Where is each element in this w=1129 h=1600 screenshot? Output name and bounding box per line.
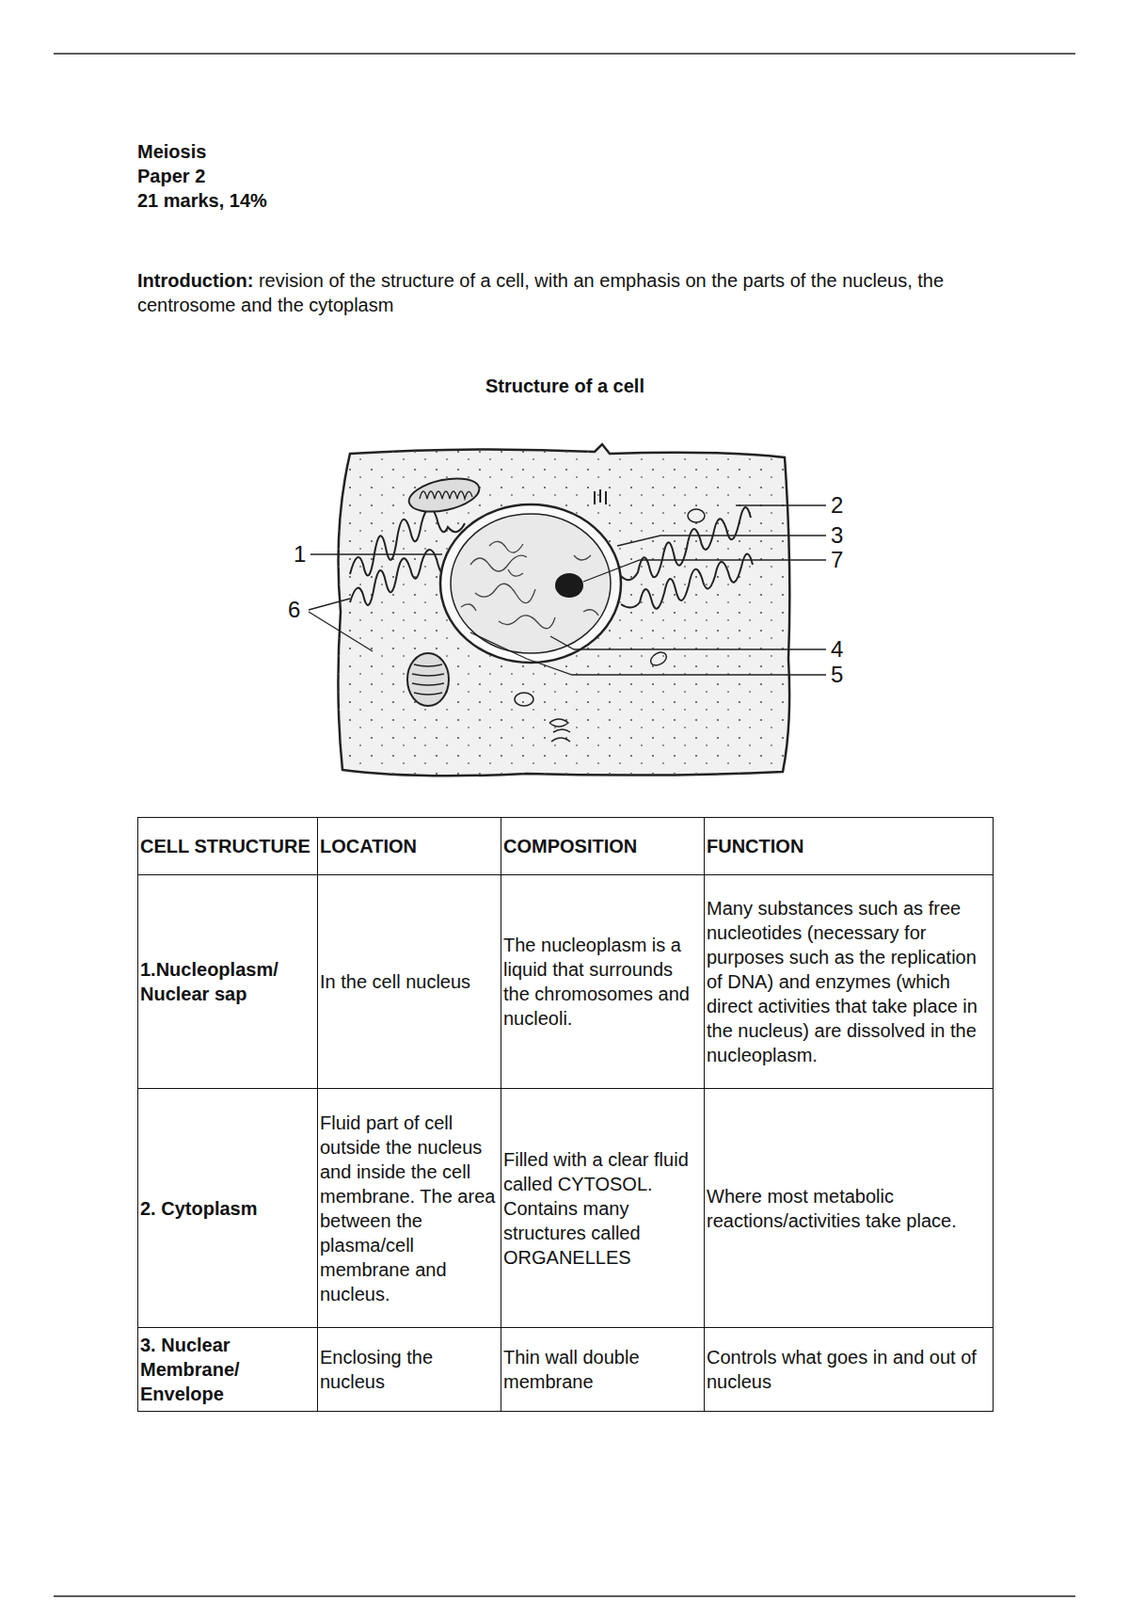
page-heading: Paper 2 xyxy=(137,163,206,189)
figure-title: Structure of a cell xyxy=(485,373,645,398)
mitochondrion xyxy=(406,472,483,517)
callout-number: 3 xyxy=(829,524,844,547)
table-cell: Many substances such as free nucleotides… xyxy=(704,874,994,1089)
table-cell: The nucleoplasm is a liquid that surroun… xyxy=(501,874,705,1089)
callout-number: 7 xyxy=(829,548,844,572)
page-rule xyxy=(53,52,1076,55)
cytoplasm xyxy=(337,444,790,776)
table-cell: 2. Cytoplasm xyxy=(138,1088,319,1328)
endoplasmic-reticulum xyxy=(620,553,753,608)
table-cell: Enclosing the nucleus xyxy=(318,1327,502,1412)
table-cell: In the cell nucleus xyxy=(318,874,502,1089)
table-cell: Controls what goes in and out of nucleus xyxy=(704,1327,994,1412)
chromatin xyxy=(461,540,599,628)
table-cell: Filled with a clear fluid called CYTOSOL… xyxy=(501,1088,705,1328)
leader-line xyxy=(308,505,827,675)
callout-number: 6 xyxy=(286,598,302,621)
table-header-cell: FUNCTION xyxy=(704,817,994,875)
page-heading: Meiosis xyxy=(137,139,207,164)
table-cell: Fluid part of cell outside the nucleus a… xyxy=(318,1088,502,1328)
table-header-cell: COMPOSITION xyxy=(501,817,705,875)
golgi-body xyxy=(549,718,571,742)
endoplasmic-reticulum xyxy=(620,507,751,580)
callout-number: 2 xyxy=(829,493,844,517)
vesicle xyxy=(648,649,669,668)
mitochondrion xyxy=(407,652,449,706)
info-table: CELL STRUCTURELOCATIONCOMPOSITIONFUNCTIO… xyxy=(137,816,994,1412)
table-cell: 3. Nuclear Membrane/ Envelope xyxy=(138,1327,319,1412)
table-cell: Thin wall double membrane xyxy=(501,1327,705,1412)
nucleoplasm xyxy=(450,513,611,653)
intro-label: Introduction: xyxy=(137,270,254,291)
intro-text: revision of the structure of a cell, wit… xyxy=(137,270,944,316)
table-cell: 1.Nucleoplasm/ Nuclear sap xyxy=(138,874,319,1089)
table-header-cell: LOCATION xyxy=(318,817,502,875)
callout-number: 4 xyxy=(829,637,844,661)
intro-paragraph: Introduction:revision of the structure o… xyxy=(137,268,1003,318)
page-rule xyxy=(53,1594,1076,1597)
table-cell: Where most metabolic reactions/activitie… xyxy=(704,1088,994,1328)
vesicle xyxy=(514,692,534,706)
nucleolus xyxy=(555,572,584,598)
callout-number: 5 xyxy=(829,663,844,686)
vesicle xyxy=(687,508,705,523)
nuclear-envelope xyxy=(440,504,621,663)
table-header-cell: CELL STRUCTURE xyxy=(138,817,319,875)
centrosome xyxy=(594,489,606,505)
cell-membrane xyxy=(337,444,790,776)
callout-number: 1 xyxy=(292,542,307,566)
page-heading: 21 marks, 14% xyxy=(137,188,268,213)
